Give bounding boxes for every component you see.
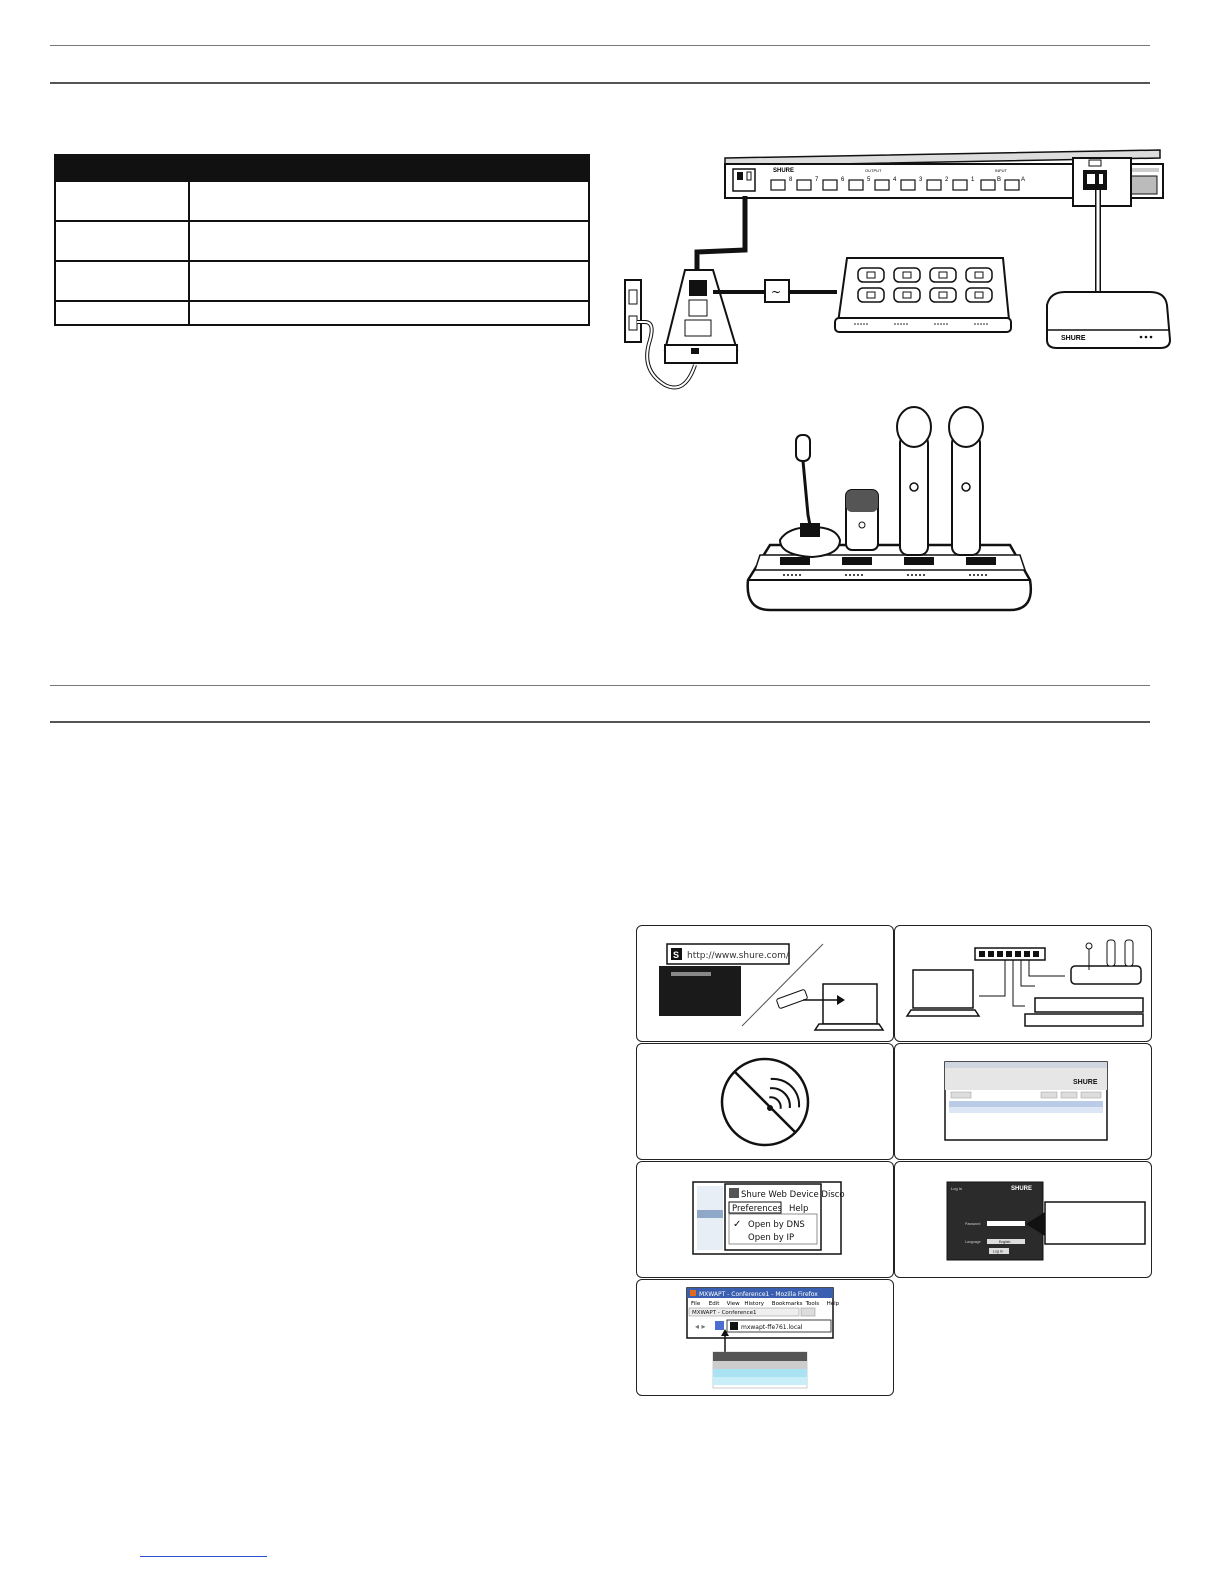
step-panel-login: Log In SHURE Password Language English L… xyxy=(894,1161,1152,1278)
charging-symbol: ~ xyxy=(771,285,781,299)
mid-rule-2 xyxy=(50,721,1150,723)
menu-open-by-dns[interactable]: Open by DNS xyxy=(748,1220,805,1230)
password-field[interactable] xyxy=(987,1221,1025,1226)
browser-tab[interactable]: MXWAPT - Conference1 xyxy=(692,1310,757,1316)
charger-bay xyxy=(965,287,993,303)
output-channel-label: 7 xyxy=(815,177,819,183)
input-port: B xyxy=(980,177,1001,191)
charger-bay xyxy=(857,287,885,303)
input-label: INPUT xyxy=(995,168,1008,173)
language-value: English xyxy=(999,1240,1011,1244)
handheld-mic xyxy=(948,406,984,556)
output-port: 6 xyxy=(822,177,845,191)
browser-url[interactable]: mxwapt-ffe761.local xyxy=(741,1324,803,1331)
output-port: 2 xyxy=(926,177,949,191)
output-channel-label: 2 xyxy=(945,177,949,183)
step-panel-menu: Shure Web Device Disco Preferences Help … xyxy=(636,1161,894,1278)
output-channel-label: 5 xyxy=(867,177,871,183)
browser-menu-item[interactable]: Edit xyxy=(709,1301,720,1307)
browser-menu-item[interactable]: Tools xyxy=(805,1301,820,1307)
ap-brand: SHURE xyxy=(1061,335,1086,342)
login-language-label: Language xyxy=(965,1240,981,1244)
output-channel-label: 3 xyxy=(919,177,923,183)
access-point: SHURE xyxy=(1046,291,1172,349)
login-button[interactable] xyxy=(989,1248,1009,1254)
table-row xyxy=(54,260,590,302)
output-port: 3 xyxy=(900,177,923,191)
check-icon: ✓ xyxy=(733,1219,741,1230)
table-header-row xyxy=(54,154,590,182)
menu-open-by-ip[interactable]: Open by IP xyxy=(748,1233,794,1243)
menu-window-title: Shure Web Device Disco xyxy=(741,1190,845,1200)
mid-rule-1 xyxy=(50,685,1150,686)
step-panel-download: S http://www.shure.com/ xyxy=(636,925,894,1042)
charger-bay xyxy=(893,267,921,283)
step-panel-no-wifi xyxy=(636,1043,894,1160)
output-port: 7 xyxy=(796,177,819,191)
charger-bay xyxy=(893,287,921,303)
charging-station xyxy=(834,257,1012,333)
output-channel-label: 1 xyxy=(971,177,975,183)
back-forward-icon[interactable]: ◂ ▸ xyxy=(695,1322,706,1331)
login-password-label: Password xyxy=(965,1222,980,1226)
step-panel-network xyxy=(894,925,1152,1042)
output-label: OUTPUT xyxy=(865,168,882,173)
no-wifi-icon xyxy=(720,1057,810,1147)
browser-menu-item[interactable]: History xyxy=(744,1301,764,1307)
browser-title: MXWAPT - Conference1 - Mozilla Firefox xyxy=(699,1291,818,1298)
handheld-mic xyxy=(896,406,932,556)
step-panel-browser: MXWAPT - Conference1 - Mozilla Firefox F… xyxy=(636,1279,894,1396)
step-panel-discovery: SHURE xyxy=(894,1043,1152,1160)
charger-bay xyxy=(929,267,957,283)
output-channel-label: 6 xyxy=(841,177,845,183)
language-select[interactable] xyxy=(987,1239,1025,1244)
menu-preferences[interactable]: Preferences xyxy=(732,1204,783,1214)
web-address: http://www.shure.com/ xyxy=(687,951,790,961)
system-diagram: SHURE OUTPUT INPUT 8 7 6 5 4 3 2 1 B A SHURE ~ xyxy=(624,149,1172,390)
spec-table xyxy=(54,154,590,326)
browser-menu-item[interactable]: Bookmarks xyxy=(772,1301,803,1307)
gooseneck-mic xyxy=(778,434,842,559)
boundary-mic xyxy=(845,489,879,551)
rack-brand: SHURE xyxy=(773,168,794,174)
login-title: Log In xyxy=(951,1186,962,1191)
login-button-label: Log In xyxy=(993,1250,1003,1254)
output-port: 8 xyxy=(770,177,793,191)
charger-bay xyxy=(857,267,885,283)
output-channel-label: 8 xyxy=(789,177,793,183)
output-port: 5 xyxy=(848,177,871,191)
menu-help[interactable]: Help xyxy=(789,1204,808,1214)
charger-bay xyxy=(929,287,957,303)
output-port: 1 xyxy=(952,177,975,191)
input-port: A xyxy=(1004,177,1025,191)
charger-bay xyxy=(965,267,993,283)
table-row xyxy=(54,180,590,222)
login-brand: SHURE xyxy=(1011,1186,1032,1192)
charger-with-mics xyxy=(746,406,1033,612)
table-row xyxy=(54,300,590,326)
browser-menu-item[interactable]: File xyxy=(691,1301,701,1307)
input-channel-label: B xyxy=(997,177,1001,183)
top-rule-1 xyxy=(50,45,1150,46)
input-channel-label: A xyxy=(1021,177,1025,183)
svg-text:S: S xyxy=(673,950,679,960)
browser-menu-item[interactable]: Help xyxy=(827,1301,840,1307)
output-port: 4 xyxy=(874,177,897,191)
output-channel-label: 4 xyxy=(893,177,897,183)
discovery-brand: SHURE xyxy=(1073,1079,1098,1086)
top-rule-2 xyxy=(50,82,1150,84)
table-row xyxy=(54,220,590,262)
browser-menu-item[interactable]: View xyxy=(727,1301,741,1307)
footer-link-underline xyxy=(140,1556,267,1557)
